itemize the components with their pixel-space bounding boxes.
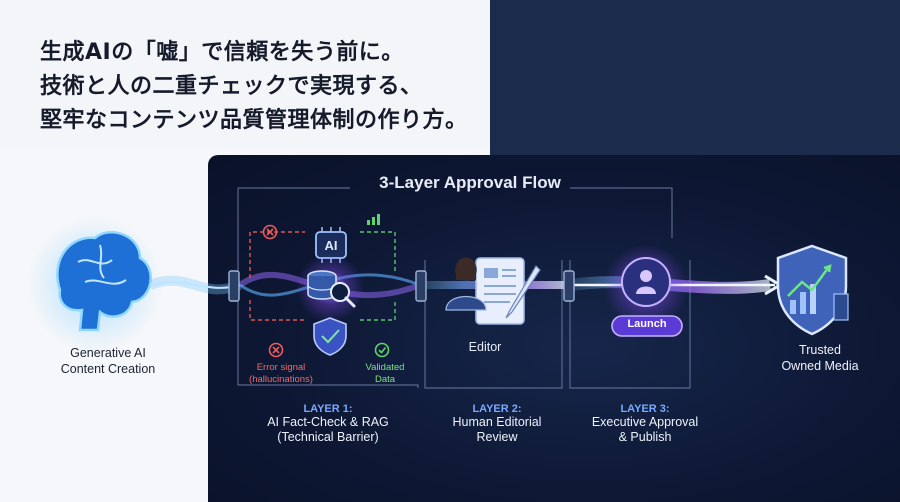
shield-chart-icon: [776, 244, 849, 336]
shield-icon: [313, 317, 347, 356]
layer-1-caption: LAYER 1: AI Fact-Check & RAG (Technical …: [248, 403, 408, 445]
headline: 生成AIの「嘘」で信頼を失う前に。 技術と人の二重チェックで実現する、 堅牢なコ…: [40, 36, 468, 138]
validated-data-text: Validated Data: [365, 362, 405, 385]
editor-document-icon: [445, 257, 541, 325]
signal-bars-icon: [367, 214, 380, 225]
layer-1-name: AI Fact-Check & RAG (Technical Barrier): [267, 415, 389, 444]
error-signal-text: Error signal (hallucinations): [249, 362, 313, 385]
headline-line-2: 技術と人の二重チェックで実現する、: [40, 74, 423, 99]
layer-3-caption: LAYER 3: Executive Approval & Publish: [570, 403, 720, 445]
validated-data-label: Validated Data: [355, 362, 415, 386]
check-icon: [374, 342, 390, 358]
gates: [228, 270, 575, 302]
layer-3-number: LAYER 3:: [620, 403, 670, 415]
headline-line-3: 堅牢なコンテンツ品質管理体制の作り方。: [40, 108, 468, 133]
user-stamp-icon: [604, 244, 688, 328]
error-loop: [249, 231, 305, 321]
layer-1-number: LAYER 1:: [303, 403, 353, 415]
layer-2-number: LAYER 2:: [472, 403, 522, 415]
layer-2-name: Human Editorial Review: [452, 415, 542, 444]
source-label-text: Generative AI Content Creation: [60, 346, 156, 376]
error-x-icon: [268, 342, 284, 358]
brain-icon: [27, 217, 163, 353]
layer-3-name: Executive Approval & Publish: [591, 415, 699, 444]
headline-line-1: 生成AIの「嘘」で信頼を失う前に。: [40, 40, 404, 65]
error-signal-label: Error signal (hallucinations): [232, 362, 330, 386]
sink-label-text: Trusted Owned Media: [781, 343, 859, 373]
layer-2-caption: LAYER 2: Human Editorial Review: [432, 403, 562, 445]
source-label: Generative AI Content Creation: [28, 345, 188, 377]
validated-loop: [360, 231, 396, 321]
flow-title: 3-Layer Approval Flow: [379, 173, 561, 192]
error-x-icon: [262, 224, 278, 240]
launch-button[interactable]: [611, 315, 683, 337]
launch-label[interactable]: Launch: [627, 318, 667, 330]
database-search-icon: [296, 254, 364, 322]
sink-label: Trusted Owned Media: [760, 342, 880, 374]
editor-label: Editor: [468, 340, 502, 354]
ai-badge-label: AI: [325, 238, 338, 253]
